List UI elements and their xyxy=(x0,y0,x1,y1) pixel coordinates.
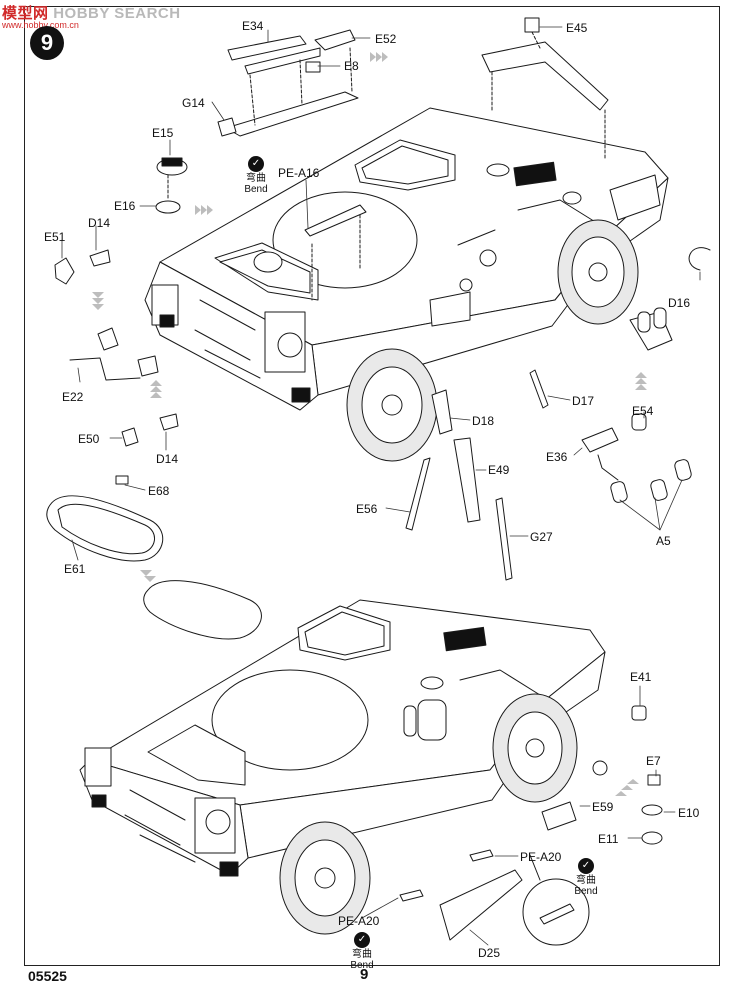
label-e8: E8 xyxy=(344,59,359,73)
part-g27 xyxy=(495,497,513,581)
bend-icon: ✓ xyxy=(578,858,594,874)
part-e56 xyxy=(405,457,431,531)
direction-arrows xyxy=(92,52,647,796)
product-code: 05525 xyxy=(28,968,67,984)
part-pe-a16 xyxy=(304,204,367,237)
part-e59 xyxy=(541,801,577,831)
label-e15: E15 xyxy=(152,126,174,140)
label-e59: E59 xyxy=(592,800,614,814)
label-e10: E10 xyxy=(678,806,700,820)
label-d17: D17 xyxy=(572,394,595,408)
label-pe-a20-right: PE-A20 xyxy=(520,850,562,864)
part-e11 xyxy=(641,831,663,845)
label-g27: G27 xyxy=(530,530,553,544)
part-d16 xyxy=(688,247,711,271)
label-e51: E51 xyxy=(44,230,66,244)
label-e11: E11 xyxy=(598,832,619,846)
label-d14-top: D14 xyxy=(88,216,111,230)
label-e7: E7 xyxy=(646,754,661,768)
part-e34-e52 xyxy=(217,29,359,137)
label-d18: D18 xyxy=(472,414,495,428)
label-e61: E61 xyxy=(64,562,86,576)
label-e52: E52 xyxy=(375,32,397,46)
label-e22: E22 xyxy=(62,390,84,404)
label-e41: E41 xyxy=(630,670,652,684)
label-e36: E36 xyxy=(546,450,568,464)
label-g14: G14 xyxy=(182,96,205,110)
label-e34: E34 xyxy=(242,19,264,33)
bend-icon: ✓ xyxy=(354,932,370,948)
label-e50: E50 xyxy=(78,432,100,446)
label-d14-bottom: D14 xyxy=(156,452,179,466)
label-pe-a16: PE-A16 xyxy=(278,166,320,180)
label-d16: D16 xyxy=(668,296,691,310)
bend-icon: ✓ xyxy=(248,156,264,172)
part-d17 xyxy=(529,369,549,409)
label-a5: A5 xyxy=(656,534,671,548)
part-e41 xyxy=(631,705,647,721)
part-e10 xyxy=(641,804,663,816)
label-pe-a20-left: PE-A20 xyxy=(338,914,380,928)
label-e49: E49 xyxy=(488,463,510,477)
page-number: 9 xyxy=(360,966,369,983)
label-e45: E45 xyxy=(566,21,588,35)
part-d18 xyxy=(431,389,453,435)
label-e54: E54 xyxy=(632,404,654,418)
part-e49 xyxy=(453,437,481,523)
leader-lines xyxy=(61,26,701,946)
lower-hull xyxy=(79,599,606,935)
upper-hull xyxy=(144,107,669,462)
label-e56: E56 xyxy=(356,502,378,516)
watermark-logo: 模型网 HOBBY SEARCH xyxy=(2,5,181,22)
page-border xyxy=(24,6,720,966)
part-e15-e16 xyxy=(155,157,188,214)
part-e61-hatch xyxy=(46,475,164,562)
part-brackets-left xyxy=(54,249,179,447)
part-e45 xyxy=(481,17,609,161)
part-e7 xyxy=(647,774,661,786)
watermark-url: www.hobby.com.cn xyxy=(2,20,79,30)
label-e68: E68 xyxy=(148,484,170,498)
step-number-badge: 9 xyxy=(30,26,64,60)
label-e16: E16 xyxy=(114,199,136,213)
part-d25 xyxy=(439,869,523,941)
part-e36-e54-a5 xyxy=(581,413,692,503)
label-d25: D25 xyxy=(478,946,501,960)
